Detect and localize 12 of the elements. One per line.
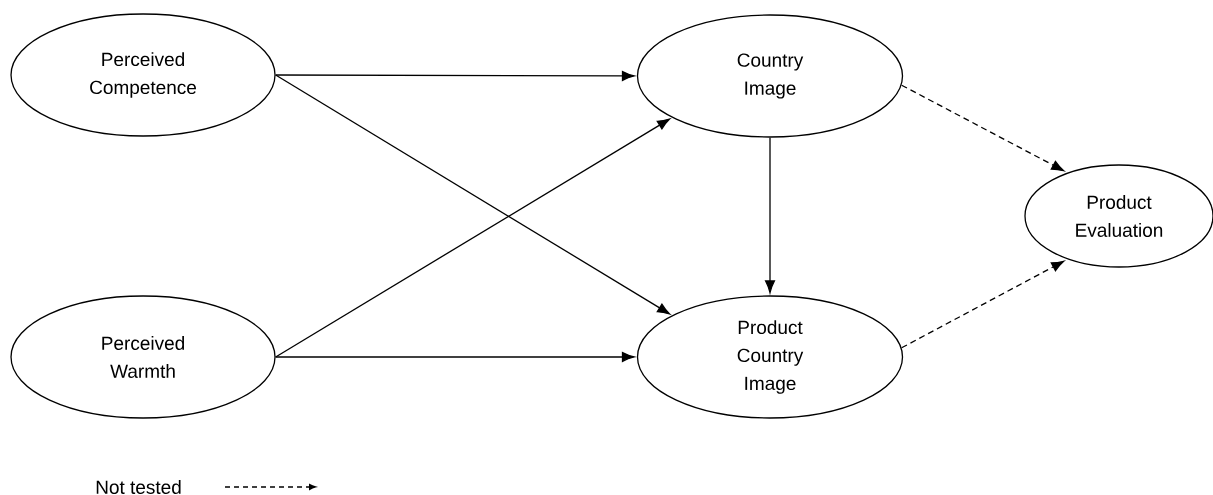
arrow <box>275 351 635 362</box>
arrow <box>901 84 1065 172</box>
ellipse-node: Product Country Image <box>636 295 904 419</box>
arrow <box>764 137 776 294</box>
arrow <box>901 260 1065 349</box>
ellipse-node: Perceived Competence <box>10 13 276 137</box>
arrow <box>275 70 635 81</box>
arrow <box>275 74 671 315</box>
arrow <box>275 118 671 358</box>
ellipse-node: Perceived Warmth <box>10 295 276 419</box>
legend-label: Not tested <box>96 480 181 494</box>
ellipse-node: Country Image <box>636 14 904 138</box>
